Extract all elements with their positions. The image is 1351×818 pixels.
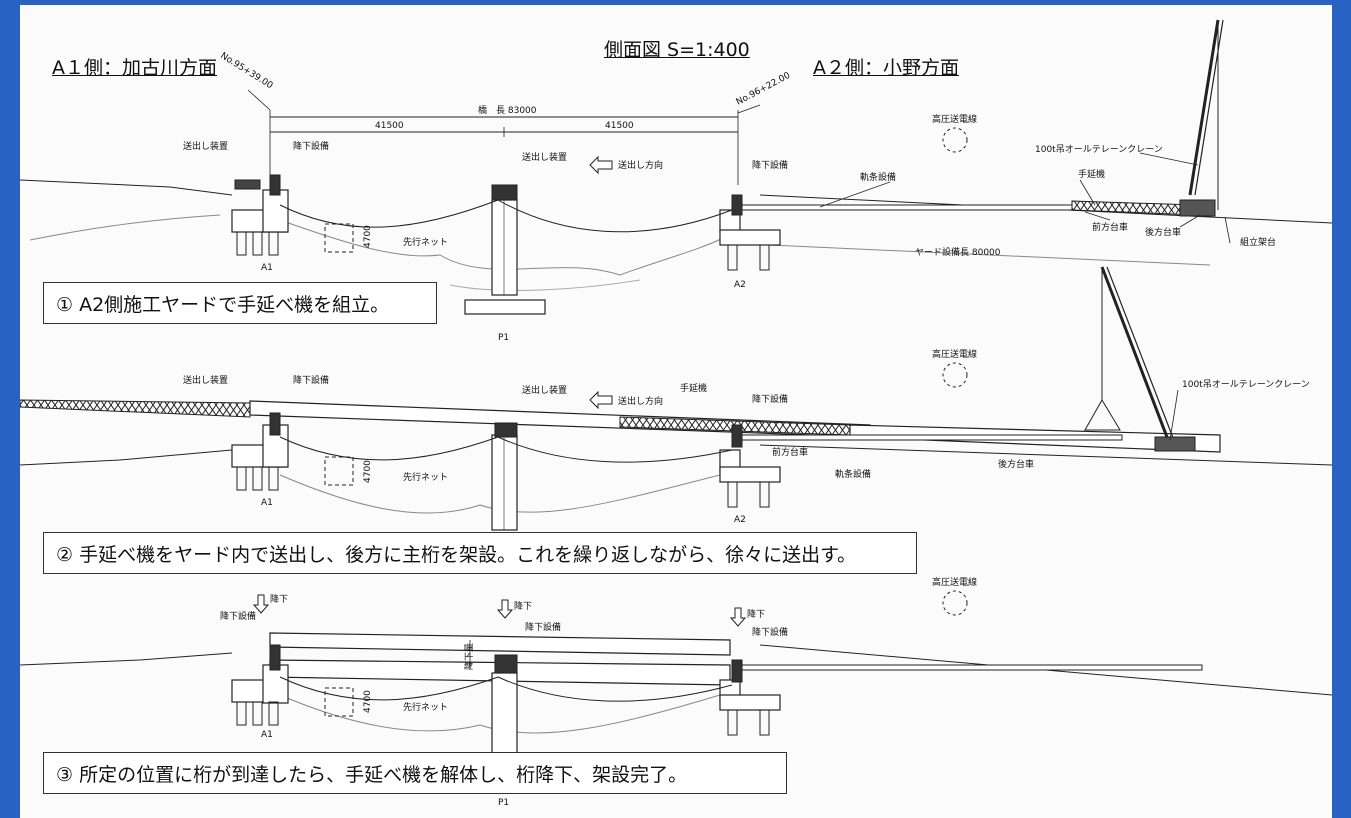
- yard-length: ヤード設備長 80000: [915, 246, 1001, 258]
- label-launch-direction: 送出し方向: [618, 159, 663, 171]
- main-girder: [269, 632, 731, 656]
- label-launch-device: 送出し装置: [522, 151, 567, 163]
- lowering-arrow: [496, 599, 514, 619]
- label-launch-device: 送出し装置: [522, 384, 567, 396]
- stage-1: [20, 19, 1332, 315]
- step-3-caption: ③ 所定の位置に桁が到達したら、手延べ機を解体し、桁降下、架設完了。: [43, 752, 787, 794]
- support-a1: A1: [261, 498, 273, 508]
- label-power-line: 高圧送電線: [932, 576, 977, 588]
- label-lowering-equipment: 降下設備: [220, 610, 256, 622]
- step-2-caption: ② 手延べ機をヤード内で送出し、後方に主桁を架設。これを繰り返しながら、徐々に送…: [43, 532, 917, 574]
- crane-boom: [1100, 266, 1172, 446]
- support-p1: P1: [498, 798, 509, 808]
- stage-3: [20, 590, 1332, 764]
- terrain-outline: [29, 214, 726, 276]
- label-rail-equipment: 軌条設備: [860, 171, 896, 183]
- label-rail-equipment: 軌条設備: [835, 468, 871, 480]
- ground-line: [20, 449, 233, 466]
- support-a1: A1: [261, 730, 273, 740]
- net-depth: 4700: [363, 690, 373, 713]
- ground-line: [20, 179, 233, 196]
- lowering-arrow: [252, 594, 270, 614]
- erection-diagram: No.95+39.00 No.96+22.00 橋 長 83000 41500 …: [20, 19, 1332, 808]
- yard-ground: [769, 244, 1211, 266]
- label-front-bogie: 前方台車: [1092, 221, 1128, 233]
- terrain-outline: [449, 279, 641, 291]
- label-power-line: 高圧送電線: [932, 348, 977, 360]
- label-lowering: 降下: [514, 600, 532, 612]
- label-launch-nose: 手延機: [680, 382, 707, 394]
- support-p1: P1: [498, 333, 509, 343]
- lowering-arrow: [729, 607, 747, 627]
- net-depth: 4700: [363, 460, 373, 483]
- safety-net: [279, 436, 733, 463]
- label-launch-device: 送出し装置: [183, 374, 228, 386]
- terrain-outline: [279, 474, 721, 514]
- label-lowering: 降下: [747, 608, 765, 620]
- yard-ground: [759, 444, 1332, 466]
- label-lowering-equipment: 降下設備: [752, 626, 788, 638]
- stage-2: [20, 266, 1332, 531]
- label-lowering-equipment: 降下設備: [752, 393, 788, 405]
- label-front-bogie: 前方台車: [772, 446, 808, 458]
- support-a1: A1: [261, 263, 273, 273]
- label-safety-net: 先行ネット: [403, 701, 448, 713]
- label-power-line: 高圧送電線: [932, 113, 977, 125]
- crane-boom: [1188, 19, 1220, 196]
- label-safety-net: 先行ネット: [403, 236, 448, 248]
- safety-net: [279, 199, 733, 233]
- label-lowering-amount: 降下量: [463, 643, 475, 670]
- station-a2: No.96+22.00: [735, 71, 793, 108]
- header-right: A２側：小野方面: [813, 57, 959, 79]
- label-crane: 100t吊オールテレーンクレーン: [1182, 379, 1310, 390]
- drawing-sheet: No.95+39.00 No.96+22.00 橋 長 83000 41500 …: [20, 5, 1332, 818]
- label-safety-net: 先行ネット: [403, 471, 448, 483]
- label-lowering-equipment: 降下設備: [293, 374, 329, 386]
- step-1-caption: ① A2側施工ヤードで手延べ機を組立。: [43, 282, 437, 324]
- drawing-title: 側面図 S=1:400: [604, 39, 750, 61]
- label-lowering: 降下: [270, 593, 288, 605]
- span-1: 41500: [375, 121, 404, 131]
- net-depth: 4700: [363, 225, 373, 248]
- support-a2: A2: [734, 280, 746, 290]
- launch-nose: [20, 399, 251, 418]
- label-rear-bogie: 後方台車: [1145, 226, 1181, 238]
- label-crane: 100t吊オールテレーンクレーン: [1035, 144, 1163, 155]
- label-assembly-stand: 組立架台: [1240, 236, 1276, 248]
- label-lowering-equipment: 降下設備: [752, 159, 788, 171]
- header-left: A１側：加古川方面: [52, 57, 217, 79]
- bridge-length: 橋 長 83000: [478, 104, 537, 116]
- label-lowering-equipment: 降下設備: [293, 140, 329, 152]
- label-launch-device: 送出し装置: [183, 140, 228, 152]
- station-a1: No.95+39.00: [218, 51, 274, 91]
- label-rear-bogie: 後方台車: [998, 458, 1034, 470]
- label-launch-nose: 手延機: [1078, 168, 1105, 180]
- terrain-outline: [279, 694, 721, 734]
- label-launch-direction: 送出し方向: [618, 395, 663, 407]
- safety-net: [279, 676, 733, 702]
- ground-line: [20, 652, 233, 666]
- span-2: 41500: [605, 121, 634, 131]
- support-a2: A2: [734, 515, 746, 525]
- label-lowering-equipment: 降下設備: [525, 621, 561, 633]
